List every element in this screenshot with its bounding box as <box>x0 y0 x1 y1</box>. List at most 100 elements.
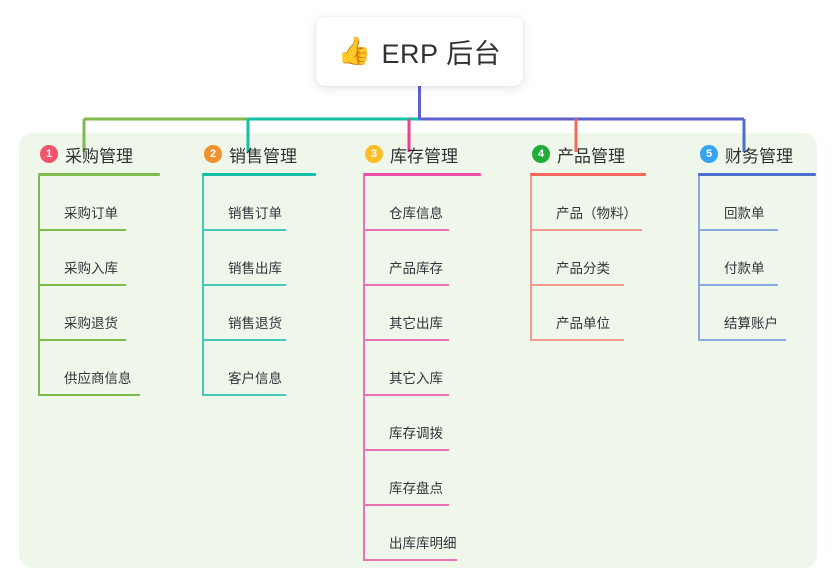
menu-item[interactable]: 其它出库 <box>363 286 481 341</box>
menu-item-label: 付款单 <box>724 261 765 276</box>
column-4: 4 产品管理产品（物料） 产品分类产品单位 <box>530 141 646 341</box>
column-title-1: 采购管理 <box>65 146 133 166</box>
menu-item[interactable]: 采购订单 <box>38 176 160 231</box>
column-items-2: 销售订单销售出库销售退货客户信息 <box>202 176 316 396</box>
root-node[interactable]: 👍 ERP 后台 <box>316 17 523 86</box>
menu-item-label: 产品（物料） <box>556 206 637 221</box>
menu-item-label: 客户信息 <box>228 371 282 386</box>
menu-item[interactable]: 产品分类 <box>530 231 646 286</box>
menu-item-label: 销售退货 <box>228 316 282 331</box>
menu-item-label: 其它入库 <box>389 371 443 386</box>
menu-item[interactable]: 回款单 <box>698 176 816 231</box>
column-5: 5 财务管理回款单付款单结算账户 <box>698 141 816 341</box>
menu-item[interactable]: 采购入库 <box>38 231 160 286</box>
menu-item-rule <box>532 284 624 286</box>
column-rule-1 <box>38 173 160 176</box>
menu-item-rule <box>532 339 624 341</box>
diagram-panel <box>19 133 817 568</box>
menu-item-rule <box>204 229 286 231</box>
menu-item-label: 库存盘点 <box>389 481 443 496</box>
menu-item[interactable]: 销售出库 <box>202 231 316 286</box>
column-rule-5 <box>698 173 816 176</box>
menu-item[interactable]: 产品（物料） <box>530 176 646 231</box>
menu-item[interactable]: 其它入库 <box>363 341 481 396</box>
menu-item[interactable]: 付款单 <box>698 231 816 286</box>
column-spine-4 <box>530 176 532 341</box>
column-items-4: 产品（物料） 产品分类产品单位 <box>530 176 646 341</box>
menu-item[interactable]: 库存盘点 <box>363 451 481 506</box>
menu-item-rule <box>365 284 449 286</box>
menu-item-rule <box>700 339 786 341</box>
menu-item[interactable]: 结算账户 <box>698 286 816 341</box>
column-2: 2 销售管理销售订单销售出库销售退货客户信息 <box>202 141 316 396</box>
thumbs-up-icon: 👍 <box>337 36 372 66</box>
root-node-label: ERP 后台 <box>381 39 502 69</box>
column-items-5: 回款单付款单结算账户 <box>698 176 816 341</box>
menu-item-label: 产品库存 <box>389 261 443 276</box>
column-badge-3: 3 <box>365 145 383 163</box>
column-title-5: 财务管理 <box>725 146 793 166</box>
menu-item-label: 采购退货 <box>64 316 118 331</box>
menu-item-rule <box>532 229 642 231</box>
menu-item-label: 其它出库 <box>389 316 443 331</box>
column-spine-2 <box>202 176 204 396</box>
column-badge-5: 5 <box>700 145 718 163</box>
column-title-2: 销售管理 <box>229 146 297 166</box>
column-header-1[interactable]: 1 采购管理 <box>38 141 160 167</box>
menu-item-label: 采购入库 <box>64 261 118 276</box>
menu-item-rule <box>700 284 778 286</box>
menu-item-rule <box>204 284 286 286</box>
column-header-5[interactable]: 5 财务管理 <box>698 141 816 167</box>
menu-item-label: 库存调拨 <box>389 426 443 441</box>
menu-item[interactable]: 仓库信息 <box>363 176 481 231</box>
column-rule-2 <box>202 173 316 176</box>
menu-item-rule <box>40 339 126 341</box>
menu-item[interactable]: 出库库明细 <box>363 506 481 561</box>
menu-item[interactable]: 客户信息 <box>202 341 316 396</box>
menu-item-label: 销售出库 <box>228 261 282 276</box>
column-header-3[interactable]: 3 库存管理 <box>363 141 481 167</box>
menu-item-rule <box>365 504 449 506</box>
column-spine-1 <box>38 176 40 396</box>
menu-item-rule <box>204 339 286 341</box>
menu-item-label: 出库库明细 <box>389 536 457 551</box>
menu-item-rule <box>365 229 449 231</box>
menu-item[interactable]: 产品库存 <box>363 231 481 286</box>
menu-item-rule <box>700 229 778 231</box>
menu-item-label: 结算账户 <box>724 316 778 331</box>
column-items-1: 采购订单采购入库采购退货供应商信息 <box>38 176 160 396</box>
menu-item[interactable]: 库存调拨 <box>363 396 481 451</box>
menu-item-label: 供应商信息 <box>64 371 132 386</box>
menu-item[interactable]: 供应商信息 <box>38 341 160 396</box>
column-rule-4 <box>530 173 646 176</box>
menu-item[interactable]: 采购退货 <box>38 286 160 341</box>
menu-item[interactable]: 销售订单 <box>202 176 316 231</box>
column-1: 1 采购管理采购订单采购入库采购退货供应商信息 <box>38 141 160 396</box>
column-badge-4: 4 <box>532 145 550 163</box>
column-spine-3 <box>363 176 365 561</box>
column-rule-3 <box>363 173 481 176</box>
menu-item[interactable]: 产品单位 <box>530 286 646 341</box>
menu-item-label: 产品分类 <box>556 261 610 276</box>
menu-item-rule <box>40 394 140 396</box>
menu-item-rule <box>40 229 126 231</box>
menu-item-label: 采购订单 <box>64 206 118 221</box>
column-header-4[interactable]: 4 产品管理 <box>530 141 646 167</box>
menu-item-rule <box>40 284 126 286</box>
menu-item-rule <box>365 394 449 396</box>
column-badge-2: 2 <box>204 145 222 163</box>
column-spine-5 <box>698 176 700 341</box>
menu-item-rule <box>365 339 449 341</box>
menu-item[interactable]: 销售退货 <box>202 286 316 341</box>
column-title-4: 产品管理 <box>557 146 625 166</box>
column-3: 3 库存管理仓库信息产品库存其它出库其它入库库存调拨库存盘点出库库明细 <box>363 141 481 561</box>
column-items-3: 仓库信息产品库存其它出库其它入库库存调拨库存盘点出库库明细 <box>363 176 481 561</box>
column-badge-1: 1 <box>40 145 58 163</box>
menu-item-label: 回款单 <box>724 206 765 221</box>
menu-item-label: 产品单位 <box>556 316 610 331</box>
column-title-3: 库存管理 <box>390 146 458 166</box>
menu-item-rule <box>365 449 449 451</box>
column-header-2[interactable]: 2 销售管理 <box>202 141 316 167</box>
menu-item-label: 仓库信息 <box>389 206 443 221</box>
menu-item-label: 销售订单 <box>228 206 282 221</box>
